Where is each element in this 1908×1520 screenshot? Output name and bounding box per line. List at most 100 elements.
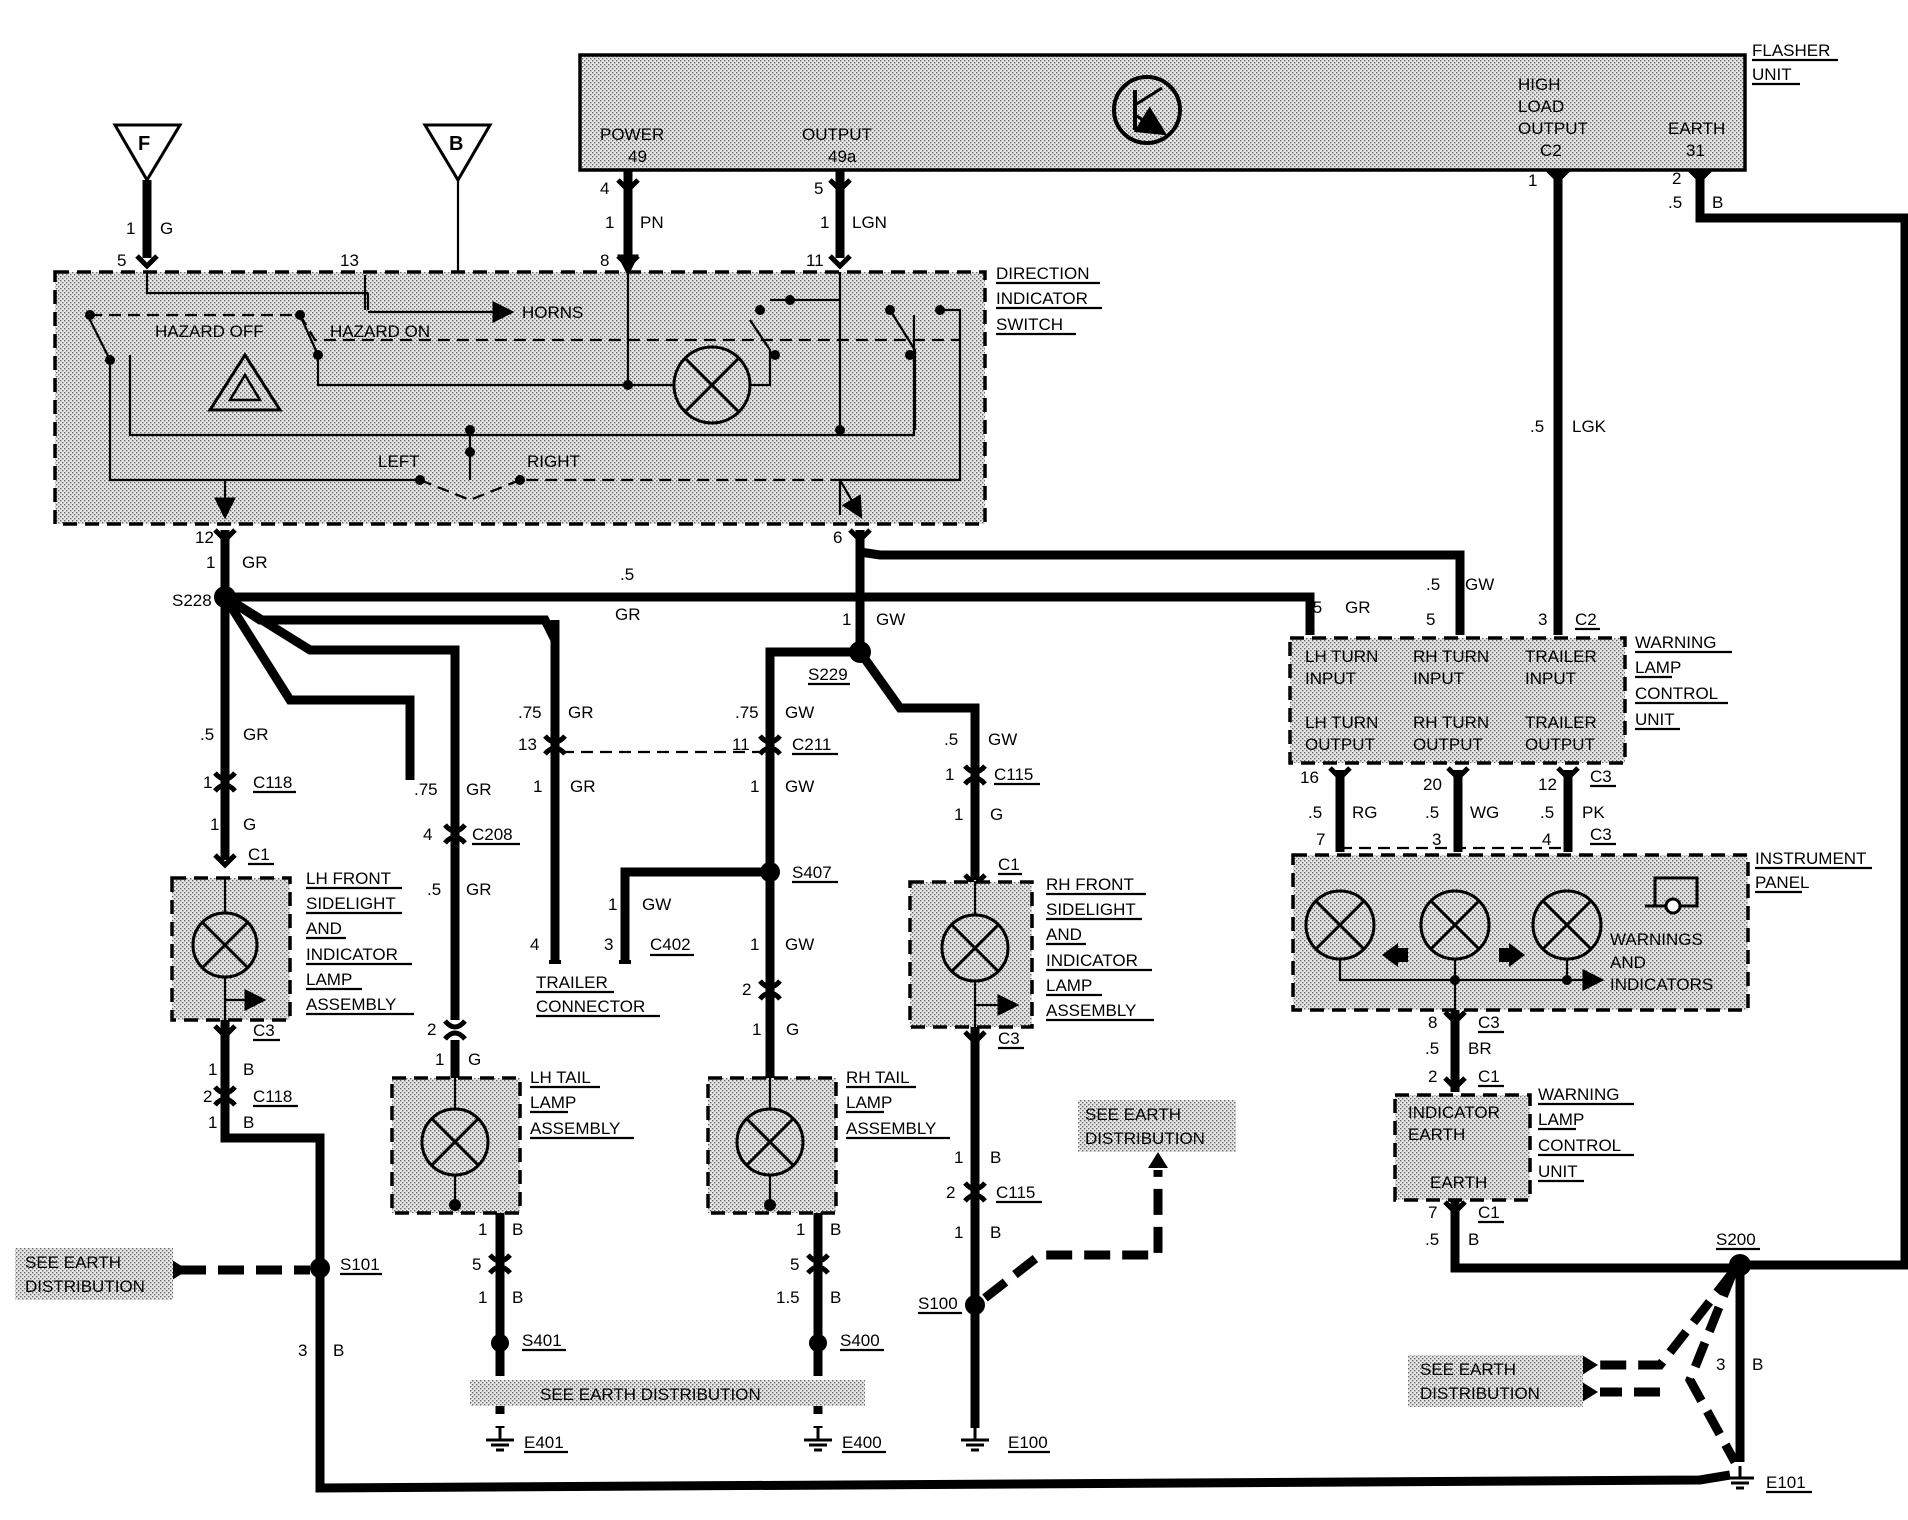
lh-front-label-1: LH FRONT [306, 869, 391, 888]
flasher-title-1: FLASHER [1752, 41, 1830, 60]
warning-lamp-control-unit: LH TURN INPUT RH TURN INPUT TRAILER INPU… [1288, 636, 1627, 765]
svg-text:OUTPUT: OUTPUT [1413, 735, 1483, 754]
svg-text:B: B [512, 1288, 523, 1307]
svg-text:13: 13 [340, 251, 359, 270]
svg-text:LAMP: LAMP [846, 1093, 892, 1112]
svg-text:1: 1 [750, 935, 759, 954]
svg-text:EARTH: EARTH [1408, 1125, 1465, 1144]
svg-text:1: 1 [206, 553, 215, 572]
svg-text:AND: AND [306, 919, 342, 938]
svg-text:G: G [468, 1050, 481, 1069]
svg-text:LH TURN: LH TURN [1305, 713, 1378, 732]
svg-text:F: F [138, 133, 150, 155]
svg-text:1: 1 [126, 219, 135, 238]
svg-text:LAMP: LAMP [530, 1093, 576, 1112]
svg-text:4: 4 [600, 179, 609, 198]
svg-text:C1: C1 [1478, 1067, 1500, 1086]
svg-text:INPUT: INPUT [1525, 669, 1576, 688]
svg-text:3: 3 [1432, 830, 1441, 849]
svg-text:GR: GR [1345, 598, 1371, 617]
splice-s401 [491, 1334, 509, 1352]
svg-text:INDICATOR: INDICATOR [1408, 1103, 1500, 1122]
svg-text:8: 8 [1428, 1013, 1437, 1032]
svg-text:12: 12 [1538, 775, 1557, 794]
svg-text:12: 12 [195, 528, 214, 547]
svg-text:2: 2 [203, 1087, 212, 1106]
svg-text:LAMP: LAMP [1635, 658, 1681, 677]
svg-text:1: 1 [954, 1223, 963, 1242]
horns-label: HORNS [522, 303, 583, 322]
svg-text:ASSEMBLY: ASSEMBLY [306, 995, 396, 1014]
rh-tail-lamp-assembly [706, 1076, 838, 1215]
svg-text:ASSEMBLY: ASSEMBLY [846, 1119, 936, 1138]
left-label: LEFT [378, 452, 420, 471]
svg-text:4: 4 [1542, 830, 1551, 849]
svg-text:C1: C1 [998, 855, 1020, 874]
s228-label: S228 [172, 591, 212, 610]
svg-text:SIDELIGHT: SIDELIGHT [1046, 900, 1136, 919]
svg-text:1: 1 [203, 773, 212, 792]
s101-label: S101 [340, 1255, 380, 1274]
svg-text:G: G [160, 219, 173, 238]
svg-text:GW: GW [876, 610, 905, 629]
svg-text:1: 1 [750, 777, 759, 796]
svg-text:1.5: 1.5 [776, 1288, 800, 1307]
s100-label: S100 [918, 1294, 958, 1313]
svg-text:16: 16 [1300, 768, 1319, 787]
svg-text:B: B [830, 1288, 841, 1307]
svg-text:.5: .5 [1530, 417, 1544, 436]
flasher-output-pin: 49a [828, 147, 857, 166]
flasher-output-label: OUTPUT [802, 125, 872, 144]
svg-text:INPUT: INPUT [1305, 669, 1356, 688]
flasher-unit: POWER 49 OUTPUT 49a HIGH LOAD OUTPUT C2 … [578, 41, 1838, 172]
svg-text:SIDELIGHT: SIDELIGHT [306, 894, 396, 913]
svg-text:.5: .5 [1426, 575, 1440, 594]
flasher-load-label: LOAD [1518, 97, 1564, 116]
flasher-high-label: HIGH [1518, 75, 1561, 94]
svg-text:GW: GW [785, 703, 814, 722]
svg-text:BR: BR [1468, 1039, 1492, 1058]
svg-text:1: 1 [608, 895, 617, 914]
svg-text:G: G [990, 805, 1003, 824]
svg-text:LGK: LGK [1572, 417, 1607, 436]
svg-text:.75: .75 [414, 780, 438, 799]
svg-text:1: 1 [478, 1288, 487, 1307]
svg-text:13: 13 [518, 735, 537, 754]
rh-front-lamp-assembly [908, 880, 1034, 1029]
svg-text:1: 1 [533, 777, 542, 796]
s229-label: S229 [808, 665, 848, 684]
svg-text:3: 3 [1716, 1355, 1725, 1374]
svg-text:SEE EARTH: SEE EARTH [1420, 1360, 1516, 1379]
svg-text:CONTROL: CONTROL [1635, 684, 1718, 703]
svg-text:11: 11 [732, 735, 750, 754]
svg-text:.5: .5 [620, 565, 634, 584]
svg-text:1: 1 [210, 815, 219, 834]
svg-text:PN: PN [640, 213, 664, 232]
svg-text:INSTRUMENT: INSTRUMENT [1755, 849, 1866, 868]
ground-e400: E400 [842, 1433, 882, 1452]
svg-text:5: 5 [117, 251, 126, 270]
svg-text:WG: WG [1470, 803, 1499, 822]
svg-text:INDICATORS: INDICATORS [1610, 975, 1713, 994]
svg-text:EARTH: EARTH [1430, 1173, 1487, 1192]
svg-text:DISTRIBUTION: DISTRIBUTION [1420, 1384, 1540, 1403]
svg-text:1: 1 [752, 1020, 761, 1039]
svg-text:2: 2 [1306, 617, 1315, 636]
svg-text:AND: AND [1610, 953, 1646, 972]
left-arrow-icon [1382, 943, 1398, 967]
flasher-title-2: UNIT [1752, 65, 1792, 84]
right-label: RIGHT [527, 452, 580, 471]
svg-text:C115: C115 [996, 1183, 1035, 1202]
svg-text:LGN: LGN [852, 213, 887, 232]
svg-text:G: G [243, 815, 256, 834]
svg-text:ASSEMBLY: ASSEMBLY [1046, 1001, 1136, 1020]
svg-text:INPUT: INPUT [1413, 669, 1464, 688]
svg-text:WARNINGS: WARNINGS [1610, 930, 1703, 949]
svg-text:SEE EARTH: SEE EARTH [1085, 1105, 1181, 1124]
svg-text:2: 2 [427, 1020, 436, 1039]
svg-text:UNIT: UNIT [1635, 710, 1675, 729]
svg-text:GW: GW [988, 730, 1017, 749]
svg-text:LAMP: LAMP [1046, 976, 1092, 995]
feed-f-triangle: F [112, 123, 183, 258]
